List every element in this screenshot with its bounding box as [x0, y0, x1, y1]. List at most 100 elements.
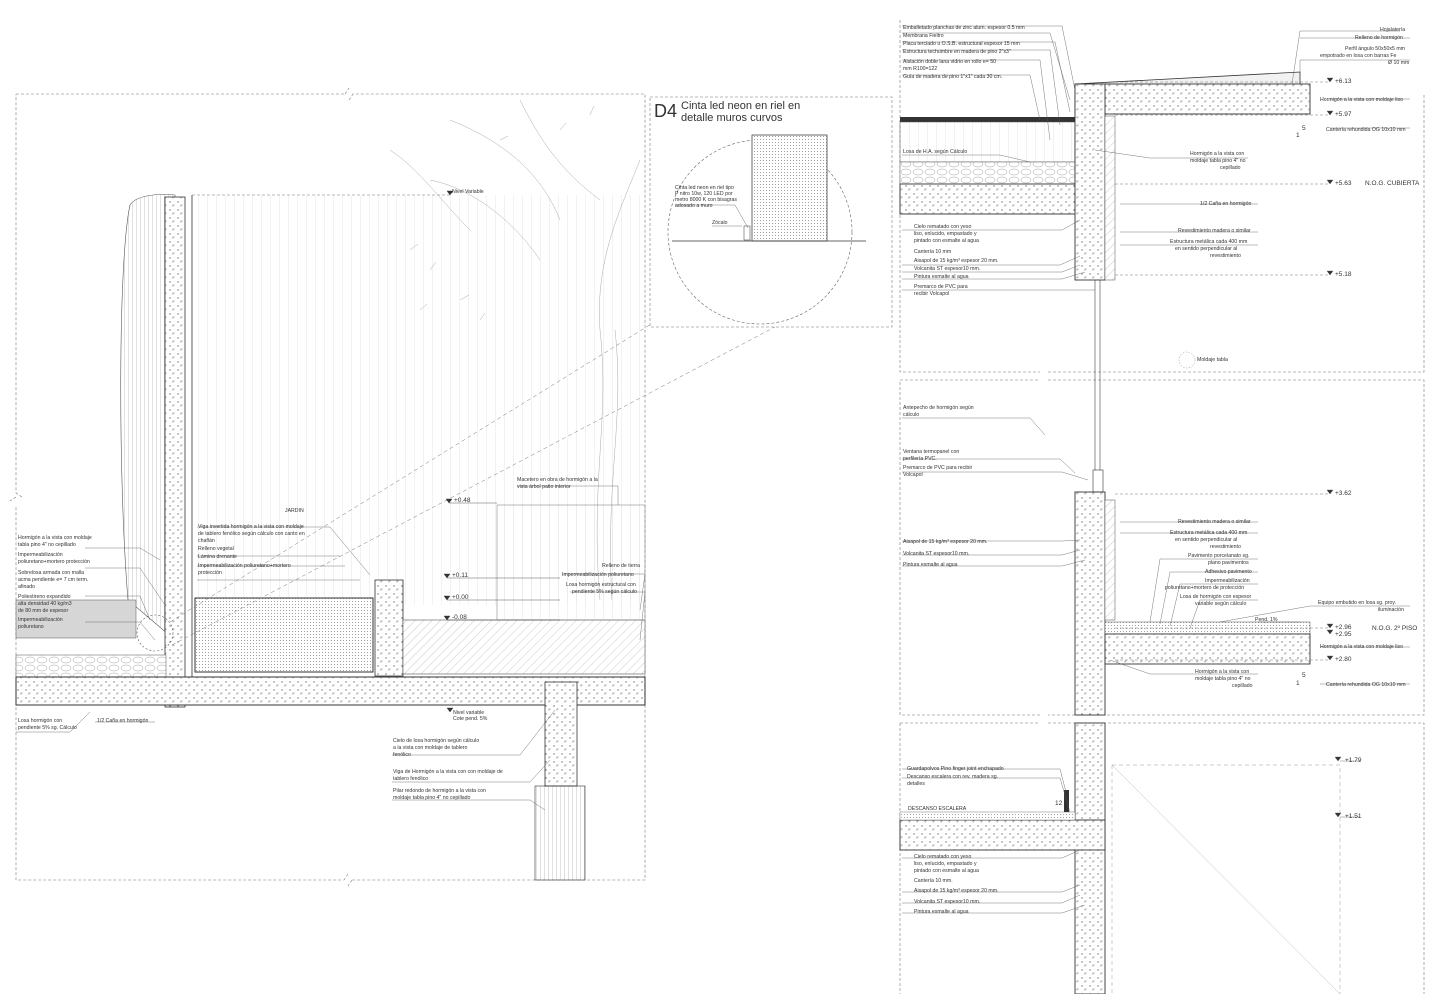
window-labels: Antepecho de hormigón según cálculo Vent… — [903, 405, 987, 568]
annotation: Cielo rematado con yeso — [914, 854, 971, 860]
annotation: poliuretano — [18, 624, 44, 630]
annotation: Sobrelosa armada con malla — [18, 570, 84, 576]
detail-d4: D4 Cinta led neon en riel en detalle mur… — [649, 96, 893, 328]
annotation: revestimiento — [1210, 544, 1241, 550]
moldaje-label: Moldaje tabla — [1197, 357, 1228, 363]
level-label: +6.13 — [1335, 78, 1352, 85]
annotation: Lámina drenante — [198, 554, 237, 560]
right-levels: +6.13 +5.97 +5.63 N.O.G. CUBIERTA +5.18 … — [1335, 78, 1420, 820]
annotation: Hormigón a la vista con moldaje liso — [1320, 644, 1403, 650]
annotation: Ø 10 mm — [1388, 60, 1409, 66]
annotation: pendiente 5% según cálculo — [572, 589, 637, 595]
dimension-label: 1 — [1296, 680, 1300, 687]
left-section: Nivel Variable JARDIN +0.48 +0.11 +0.00 … — [9, 87, 846, 887]
annotation: Volcanita ST espesor10 mm. — [903, 551, 969, 557]
annotation: vista árbol patio interior — [517, 484, 571, 490]
annotation: Emballetado planchas de zinc alum. espes… — [903, 25, 1025, 31]
annotation: detalles — [907, 781, 925, 787]
annotation: pintado con esmalte al agua — [914, 238, 979, 244]
level-label: +5.18 — [1335, 271, 1352, 278]
annotation: Relleno de tierra — [602, 563, 640, 569]
annotation: Aislación doble lana vidrio en rollo e= … — [903, 59, 996, 65]
annotation: Viga de Hormigón a la vista con con mold… — [393, 769, 503, 775]
level-label: +1.79 — [1345, 757, 1362, 764]
annotation: fenólico — [393, 752, 411, 758]
annotation: Pend. 1% — [1255, 617, 1278, 623]
annotation: Membrana Fieltro — [903, 33, 944, 39]
annotation: Losa de H.A. según Cálculo — [903, 149, 967, 155]
detail-title-line1: Cinta led neon en riel en — [681, 100, 800, 112]
annotation: cepillado — [1232, 683, 1253, 689]
annotation: Equipo embutido en losa sg. proy. — [1318, 600, 1396, 606]
nog-cubierta: N.O.G. CUBIERTA — [1365, 180, 1420, 187]
annotation: Pavimento porcelanato sg. — [1188, 553, 1249, 559]
annotation: Hormigón a la vista con moldaje liso — [1320, 97, 1403, 103]
annotation: metro 8000 K con bisagras — [675, 197, 737, 203]
annotation: Estructura metálica cada 400 mm — [1170, 239, 1247, 245]
annotation: Impermeabilización — [18, 617, 63, 623]
annotation: Cantería 10 mm — [914, 249, 951, 255]
annotation: Aisapol de 15 kg/m³ espesor 20 mm. — [903, 539, 987, 545]
annotation: Antepecho de hormigón según — [903, 405, 974, 411]
stair-labels: Guardapolvos Pino finger joint enchapado… — [907, 766, 1004, 915]
annotation: DESCANSO ESCALERA — [908, 806, 967, 812]
annotation: Hormigón a la vista con moldaje — [18, 535, 92, 541]
annotation: Volcapol — [903, 472, 923, 478]
dimension-label: 1 — [1296, 132, 1300, 139]
dimension-label: 5 — [1302, 672, 1306, 679]
annotation: cepillado — [1220, 165, 1241, 171]
level-label: +2.96 — [1335, 624, 1352, 631]
floor-labels: Revestimiento madera o similar Estructur… — [1165, 519, 1406, 689]
annotation: recibir Volcapol — [914, 291, 949, 297]
annotation: Placa terciado u O.S.B. estructural espe… — [903, 41, 1020, 47]
annotation: Cielo rematado con yeso — [914, 224, 971, 230]
annotation: Volcanita ST espesor10 mm. — [914, 266, 980, 272]
annotation: Ventana termopanel con — [903, 449, 959, 455]
annotation: Losa hormigón estructural con — [566, 582, 636, 588]
annotation: Impermeabilización poliuretano+mortero — [198, 563, 291, 569]
annotation: Estructura techumbre en madera de pino 2… — [903, 49, 1011, 55]
level-label: +5.97 — [1335, 111, 1352, 118]
annotation: Volcanita ST espesor10 mm. — [914, 899, 980, 905]
annotation: moldaje tabla pino 4" no — [1195, 676, 1251, 682]
annotation: empotrado en losa con barras Fe — [1320, 53, 1397, 59]
roof-right-labels: Hojalatería Relleno de hormigón Perfil á… — [1320, 27, 1409, 133]
annotation: Losa hormigón con — [18, 718, 62, 724]
annotation: en sentido perpendicular al — [1175, 537, 1237, 543]
annotation: Estructura metálica cada 400 mm — [1170, 530, 1247, 536]
right-section: Emballetado planchas de zinc alum. espes… — [899, 20, 1425, 994]
jardin-label: JARDIN — [285, 508, 304, 514]
annotation: de tablero fenólico según cálculo con ca… — [198, 531, 305, 537]
annotation: liso, enlucido, empastado y — [914, 861, 977, 867]
annotation: en sentido perpendicular al — [1175, 246, 1237, 252]
annotation: Cielo de losa hormigón según cálculo — [393, 738, 479, 744]
annotation: pintado con esmalte al agua — [914, 868, 979, 874]
annotation: tabla pino 4" no cepillado — [18, 542, 76, 548]
ceiling-labels: Cielo rematado con yeso liso, enlucido, … — [914, 224, 998, 297]
annotation: Guía de madera de pino 1"x1" cada 30 cm. — [903, 74, 1002, 80]
annotation: Cinta led neon en riel tipo — [675, 185, 734, 191]
bottom-labels: Losa hormigón con pendiente 5% sg. Cálcu… — [18, 718, 503, 801]
level-label: +0.48 — [454, 497, 471, 504]
annotation: Cantería rehundida OG 10x10 mm — [1326, 682, 1406, 688]
annotation: alta densidad 40 kg/m3 — [18, 601, 72, 607]
annotation: Aisapol de 15 kg/m³ espesor 20 mm. — [914, 258, 998, 264]
annotation: Macetero en obra de hormigón a la — [517, 477, 598, 483]
annotation: liso, enlucido, empastado y — [914, 231, 977, 237]
annotation: acma pendiente e= 7 cm term. — [18, 577, 88, 583]
annotation: Zócalo — [712, 220, 728, 226]
annotation: Poliestireno expandido — [18, 594, 71, 600]
annotation: Cantería rehundida OG 10x10 mm — [1326, 127, 1406, 133]
annotation: variable según cálculo — [1195, 601, 1246, 607]
annotation: iluminación — [1378, 607, 1404, 613]
level-label: +5.63 — [1335, 180, 1352, 187]
nog-piso: N.O.G. 2º PISO — [1372, 625, 1417, 632]
annotation: poliuretano+mortero de protección — [1165, 585, 1244, 591]
annotation: Pintura esmalte al agua — [914, 909, 969, 915]
nivel-variable-top: Nivel Variable — [452, 189, 484, 195]
level-label: +3.62 — [1335, 490, 1352, 497]
annotation: Impermeabilización — [1205, 578, 1250, 584]
annotation: moldaje tabla pino 4" no cepillado — [393, 795, 471, 801]
annotation: mm R100=122 — [903, 66, 937, 72]
annotation: Relleno vegetal — [198, 546, 234, 552]
